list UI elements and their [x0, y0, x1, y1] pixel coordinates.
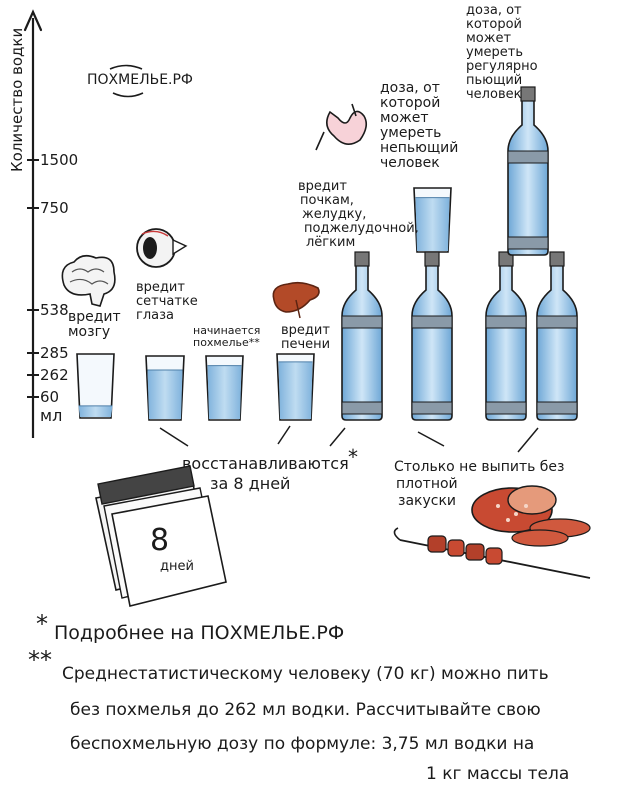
snack-note-line3: закуски [398, 493, 456, 509]
sausage-icon [471, 485, 591, 547]
shashlik-icon [393, 527, 591, 579]
recover-note-line2: за 8 дней [210, 474, 290, 493]
bottle-mark [411, 251, 453, 421]
y-tick-label: 1500 [40, 151, 78, 169]
y-tick-label: 750 [40, 199, 69, 217]
calendar-icon: 8 дней [95, 465, 227, 607]
y-axis [23, 9, 43, 438]
glass-mark [413, 187, 452, 253]
glass-mark [76, 353, 115, 419]
recover-note-line1: восстанавливаются [182, 454, 349, 473]
bottle-mark [341, 251, 383, 421]
snack-note-line1: Столько не выпить без [394, 459, 565, 475]
connector-lines [159, 425, 539, 453]
vessels [76, 86, 578, 421]
eye-icon [136, 228, 188, 268]
site-label: ПОХМЕЛЬЕ.РФ [87, 72, 193, 88]
footnote-2-line3: беспохмельную дозу по формуле: 3,75 мл в… [70, 734, 535, 754]
bottle-mark [536, 251, 578, 421]
glass-mark [205, 355, 244, 421]
footnote-1-mark: * [36, 610, 48, 638]
bottle-mark [507, 86, 549, 256]
y-tick-label: 538 [40, 301, 69, 319]
footnote-2-line2: без похмелья до 262 мл водки. Рассчитыва… [70, 700, 541, 720]
footnote-2-mark: ** [28, 646, 52, 674]
footnote-2-line4: 1 кг массы тела [426, 764, 570, 784]
calendar-number: 8 [150, 523, 169, 558]
calendar-word: дней [160, 559, 194, 574]
bottle-mark [485, 251, 527, 421]
snack-note-line2: плотной [396, 476, 458, 492]
glass-mark [276, 353, 315, 421]
y-tick-label: 262 [40, 366, 69, 384]
liver-icon [272, 281, 320, 319]
y-axis-label: Количество водки [8, 28, 26, 172]
glass-mark [145, 355, 185, 421]
brain-icon [61, 254, 116, 307]
recover-note-star: * [348, 445, 358, 469]
footnote-2-line1: Среднестатистическому человеку (70 кг) м… [62, 664, 549, 684]
y-ticks: 60 262 285 538 750 1500 [27, 151, 78, 406]
y-tick-label: 60 [40, 388, 59, 406]
y-tick-label: 285 [40, 344, 69, 362]
stomach-icon [315, 103, 368, 151]
footnote-1-text: Подробнее на ПОХМЕЛЬЕ.РФ [54, 622, 345, 644]
y-axis-unit: мл [40, 406, 62, 425]
site-label-group: ПОХМЕЛЬЕ.РФ [87, 64, 193, 98]
